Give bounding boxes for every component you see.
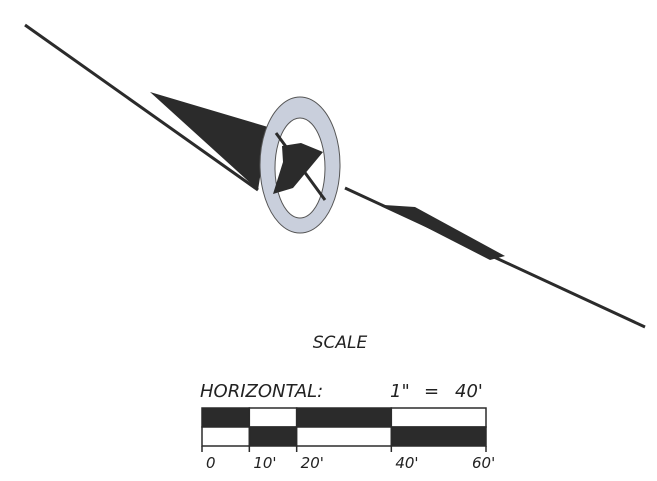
ratio-equals: = xyxy=(424,381,439,402)
scale-tick-label-3: 40' xyxy=(395,454,418,472)
ratio-left: 1" xyxy=(390,381,410,402)
ratio-right: 40' xyxy=(455,381,483,402)
scale-tick-label-1: 10' xyxy=(253,454,276,472)
scale-segment-top-0 xyxy=(201,407,251,428)
horizontal-label: HORIZONTAL: xyxy=(200,381,323,402)
z-shape xyxy=(273,143,323,194)
scale-tick-labels: 0 10' 20' 40' 60' xyxy=(201,446,495,472)
right-band-shape xyxy=(384,205,505,260)
scale-segment-bottom-1 xyxy=(248,426,298,447)
scale-tick-label-0: 0 xyxy=(206,454,216,472)
scale-segment-bottom-0 xyxy=(201,426,251,447)
scale-segment-top-1 xyxy=(248,407,298,428)
scale-segment-bottom-2 xyxy=(295,426,393,447)
scale-segment-top-3 xyxy=(390,407,487,428)
scale-tick-label-2: 20' xyxy=(301,454,324,472)
scale-segment-bottom-3 xyxy=(390,426,487,447)
scale-title: SCALE xyxy=(313,333,368,353)
left-diagonal-line xyxy=(24,23,259,192)
scale-tick-label-4: 60' xyxy=(472,454,495,472)
ring-shape xyxy=(259,96,341,234)
scale-segment-top-2 xyxy=(295,407,393,428)
left-wedge-shape xyxy=(150,92,268,190)
scale-bar xyxy=(201,407,487,447)
